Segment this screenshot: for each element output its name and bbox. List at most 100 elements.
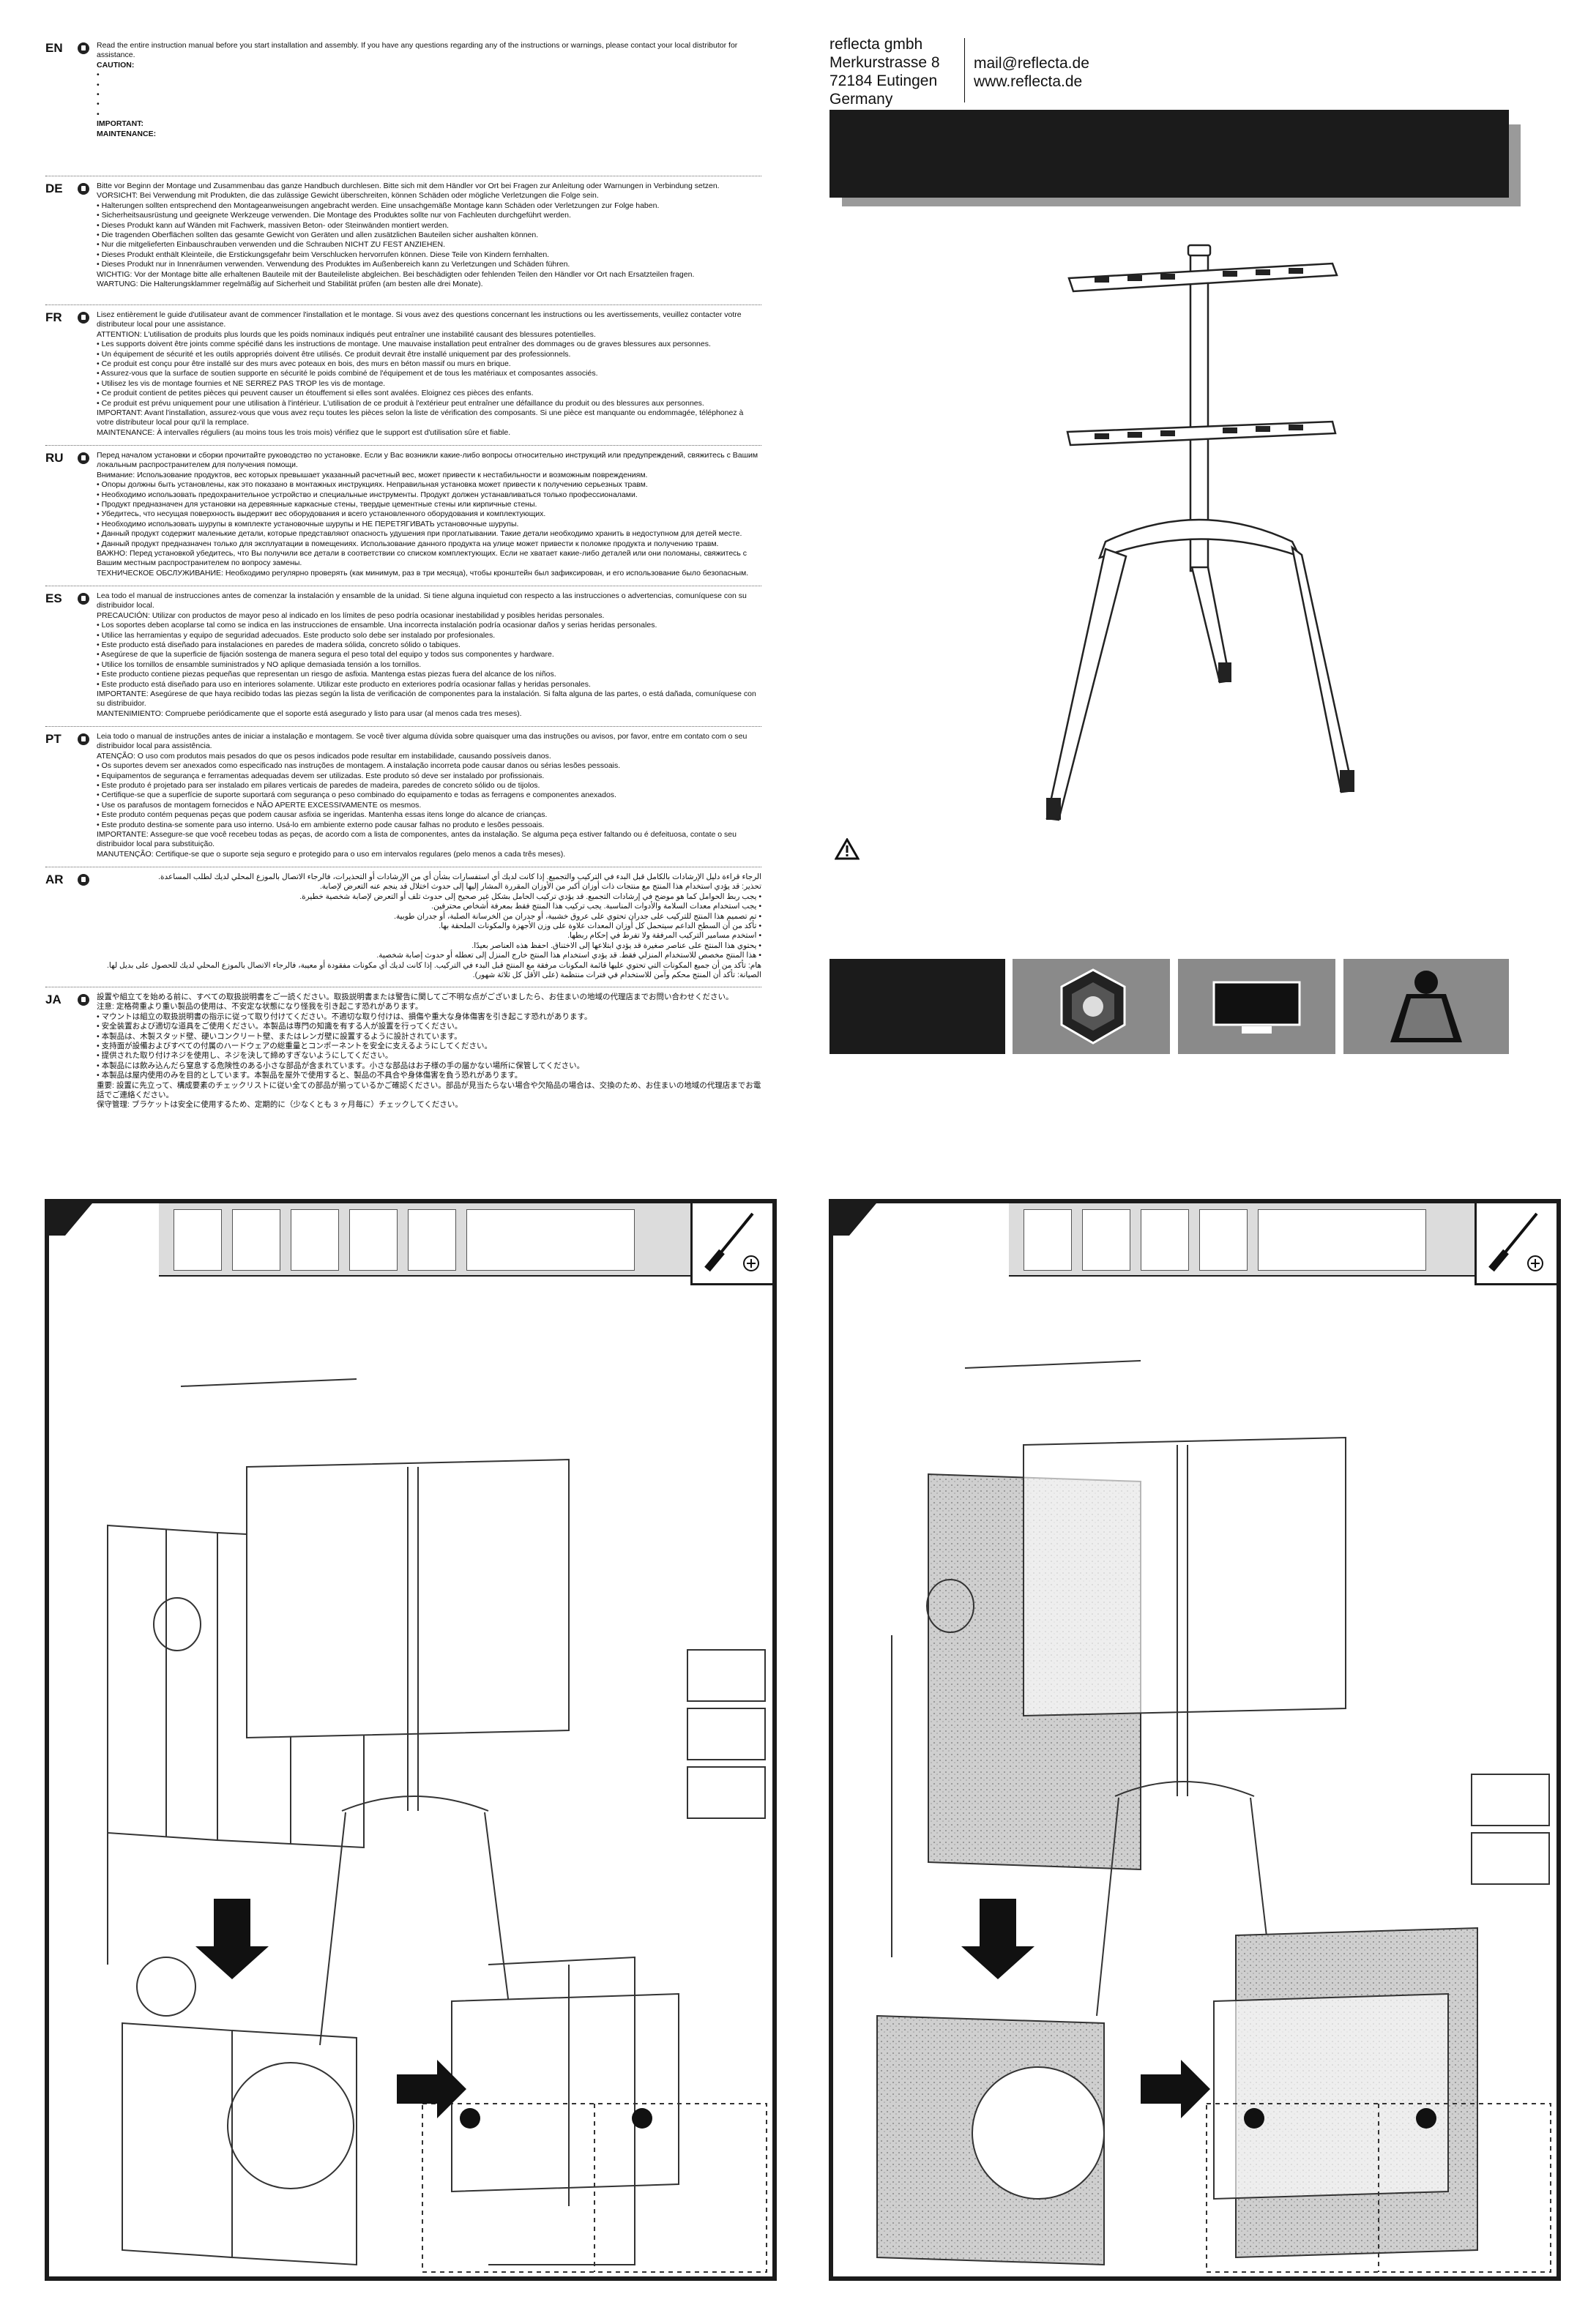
instruction-line: IMPORTANT: [97,119,143,129]
weight-icon [1390,971,1462,1042]
instruction-line: • Ce produit contient de petites pièces … [97,389,534,398]
instruction-line: • يحتوي هذا المنتج على عناصر صغيرة قد يؤ… [471,941,761,950]
lang-body: Bitte vor Beginn der Montage und Zusamme… [97,182,761,289]
instruction-line: Read the entire instruction manual befor… [97,41,738,60]
instruction-line: • يجب ربط الحوامل كما هو موضح في إرشادات… [299,892,761,901]
instruction-line: Внимание: Использование продуктов, вес к… [97,470,648,479]
instruction-line: • Необходимо использовать предохранитель… [97,490,638,499]
instruction-line: ТЕХНИЧЕСКОЕ ОБСЛУЖИВАНИЕ: Необходимо рег… [97,568,749,578]
warning-icon [835,838,860,860]
screwdriver-icon [1488,1212,1543,1272]
instruction-column: EN Read the entire instruction manual bef… [45,41,761,1161]
instruction-line: • Utilice los tornillos de ensamble sumi… [97,660,422,669]
instruction-line: Leia todo o manual de instruções antes d… [97,732,748,751]
instruction-line: Перед началом установки и сборки прочита… [97,451,758,470]
instruction-line: • تم تصميم هذا المنتج للتركيب على جدران … [394,911,761,921]
instruction-line: ВАЖНО: Перед установкой убедитесь, что В… [97,549,748,568]
drill-bit-icon [466,1209,635,1271]
info-icon [78,994,89,1006]
concrete-wall-diagram [876,1360,1551,2273]
lang-body: 設置や組立てを始める前に、すべての取扱説明書をご一読ください。取扱説明書または警… [97,993,761,1110]
company-address: reflecta gmbh Merkurstrasse 8 72184 Euti… [829,35,940,108]
instruction-line: • Dieses Produkt nur in Innenräumen verw… [97,260,570,269]
section-divider [45,726,761,727]
instruction-line: IMPORTANTE: Asegúrese de que haya recibi… [97,690,756,709]
company-city: 72184 Eutingen [829,72,938,89]
info-icon [78,733,89,745]
instruction-line: Bitte vor Beginn der Montage und Zusamme… [97,182,720,190]
lang-code: JA [45,993,61,1006]
info-icon [78,183,89,195]
instruction-line: • Certifique-se que a superfície de supo… [97,791,616,800]
instruction-line: • Este produto destina-se somente para u… [97,820,545,829]
screwdriver-box [1475,1203,1557,1285]
instruction-line: Lisez entièrement le guide d'utilisateur… [97,310,742,329]
section-divider [45,304,761,305]
company-website: www.reflecta.de [974,73,1083,90]
instruction-line: IMPORTANT: Avant l'installation, assurez… [97,408,744,427]
instruction-line: Lea todo el manual de instrucciones ante… [97,591,747,610]
company-name: reflecta gmbh [829,36,923,53]
spec-icon-row [829,959,1509,1054]
lang-code: RU [45,451,64,465]
masonry-bit-icon [1258,1209,1426,1271]
lang-code: ES [45,591,62,605]
instruction-line: MANTENIMIENTO: Compruebe periódicamente … [97,709,522,718]
tools-strip [1009,1203,1479,1277]
instruction-line: • Os suportes devem ser anexados como es… [97,761,621,771]
instruction-line: • [97,90,100,100]
instruction-line: 重要: 設置に先立って、構成要素のチェックリストに従い全ての部品が揃っているかご… [97,1080,761,1100]
instruction-line: • Halterungen sollten entsprechend den M… [97,201,660,210]
lang-body: الرجاء قراءة دليل الإرشادات بالكامل قبل … [97,873,761,980]
lang-code: EN [45,41,63,55]
info-icon [78,874,89,886]
lang-body: Read the entire instruction manual befor… [97,41,761,139]
instruction-line: • Данный продукт содержит маленькие дета… [97,529,742,539]
instruction-line: • هذا المنتج مخصص للاستخدام المنزلي فقط.… [376,951,761,960]
instruction-line: PRECAUCIÓN: Utilizar con productos de ma… [97,610,605,620]
instruction-line: • Опоры должны быть установлены, как это… [97,480,648,490]
instruction-line: الصيانة: تأكد أن المنتج محكم وآمن للاستخ… [472,971,761,980]
instruction-line: • Les supports doivent être joints comme… [97,340,711,349]
info-icon [78,593,89,605]
instruction-line: • 支持面が設備およびすべての付属のハードウェアの総重量とコンポーネントを安全に… [97,1042,492,1051]
instruction-line: • Los soportes deben acoplarse tal como … [97,621,657,630]
spec-box-vesa [1013,959,1170,1054]
instruction-line: • マウントは組立の取扱説明書の指示に従って取り付けてください。不適切な取り付け… [97,1012,592,1021]
instruction-line: • Un équipement de sécurité et les outil… [97,349,571,359]
instruction-line: 注意: 定格荷重より重い製品の使用は、不安定な状態になり怪我を引き起こす恐れがあ… [97,1002,423,1012]
spec-box-weight [1343,959,1509,1054]
vesa-icon [1060,968,1126,1045]
lang-body: Lea todo el manual de instrucciones ante… [97,591,761,719]
tv-screen-icon [1212,981,1301,1034]
instruction-line: 保守管理: ブラケットは安全に使用するため、定期的に（少なくとも 3 ヶ月毎に）… [97,1100,463,1110]
instruction-line: • Assurez-vous que la surface de soutien… [97,369,598,378]
instruction-line: • [97,80,100,89]
concrete-wall-icon [1024,1209,1072,1271]
instruction-line: • Необходимо использовать шурупы в компл… [97,519,519,528]
instruction-line: CAUTION: [97,60,135,70]
instruction-line: • Убедитесь, что несущая поверхность выд… [97,509,546,519]
instruction-line: • [97,109,100,119]
instruction-line: • Ce produit est conçu pour être install… [97,359,511,369]
instruction-line: MAINTENANCE: À intervalles réguliers (au… [97,427,511,437]
lang-code: AR [45,873,64,886]
screwdriver-icon [704,1212,759,1272]
instruction-line: ATENÇÃO: O uso com produtos mais pesados… [97,751,551,761]
screwdriver-box [690,1203,772,1285]
title-bar-shadow [842,198,1521,206]
instruction-line: • استخدم مسامير التركيب المرفقة ولا تفرط… [567,931,761,941]
instruction-line: • Die tragenden Oberflächen sollten das … [97,231,539,240]
instruction-line: • Dieses Produkt kann auf Wänden mit Fac… [97,220,450,230]
instruction-line: • Equipamentos de segurança e ferramenta… [97,771,545,780]
lang-body: Перед началом установки и сборки прочита… [97,451,761,578]
instruction-line: • تأكد من أن السطح الداعم سيتحمل كل أوزا… [439,922,761,931]
instruction-line: • Este producto está diseñado para uso e… [97,679,591,689]
lang-body: Leia todo o manual de instruções antes d… [97,732,761,859]
drill-icon [408,1209,456,1271]
instruction-line: WARTUNG: Die Halterungsklammer regelmäßi… [97,280,483,289]
instruction-line: • Sicherheitsausrüstung und geeignete We… [97,211,571,220]
instruction-line: MAINTENANCE: [97,129,157,138]
company-email: mail@reflecta.de [974,55,1089,72]
stud-finder-icon [232,1209,280,1271]
